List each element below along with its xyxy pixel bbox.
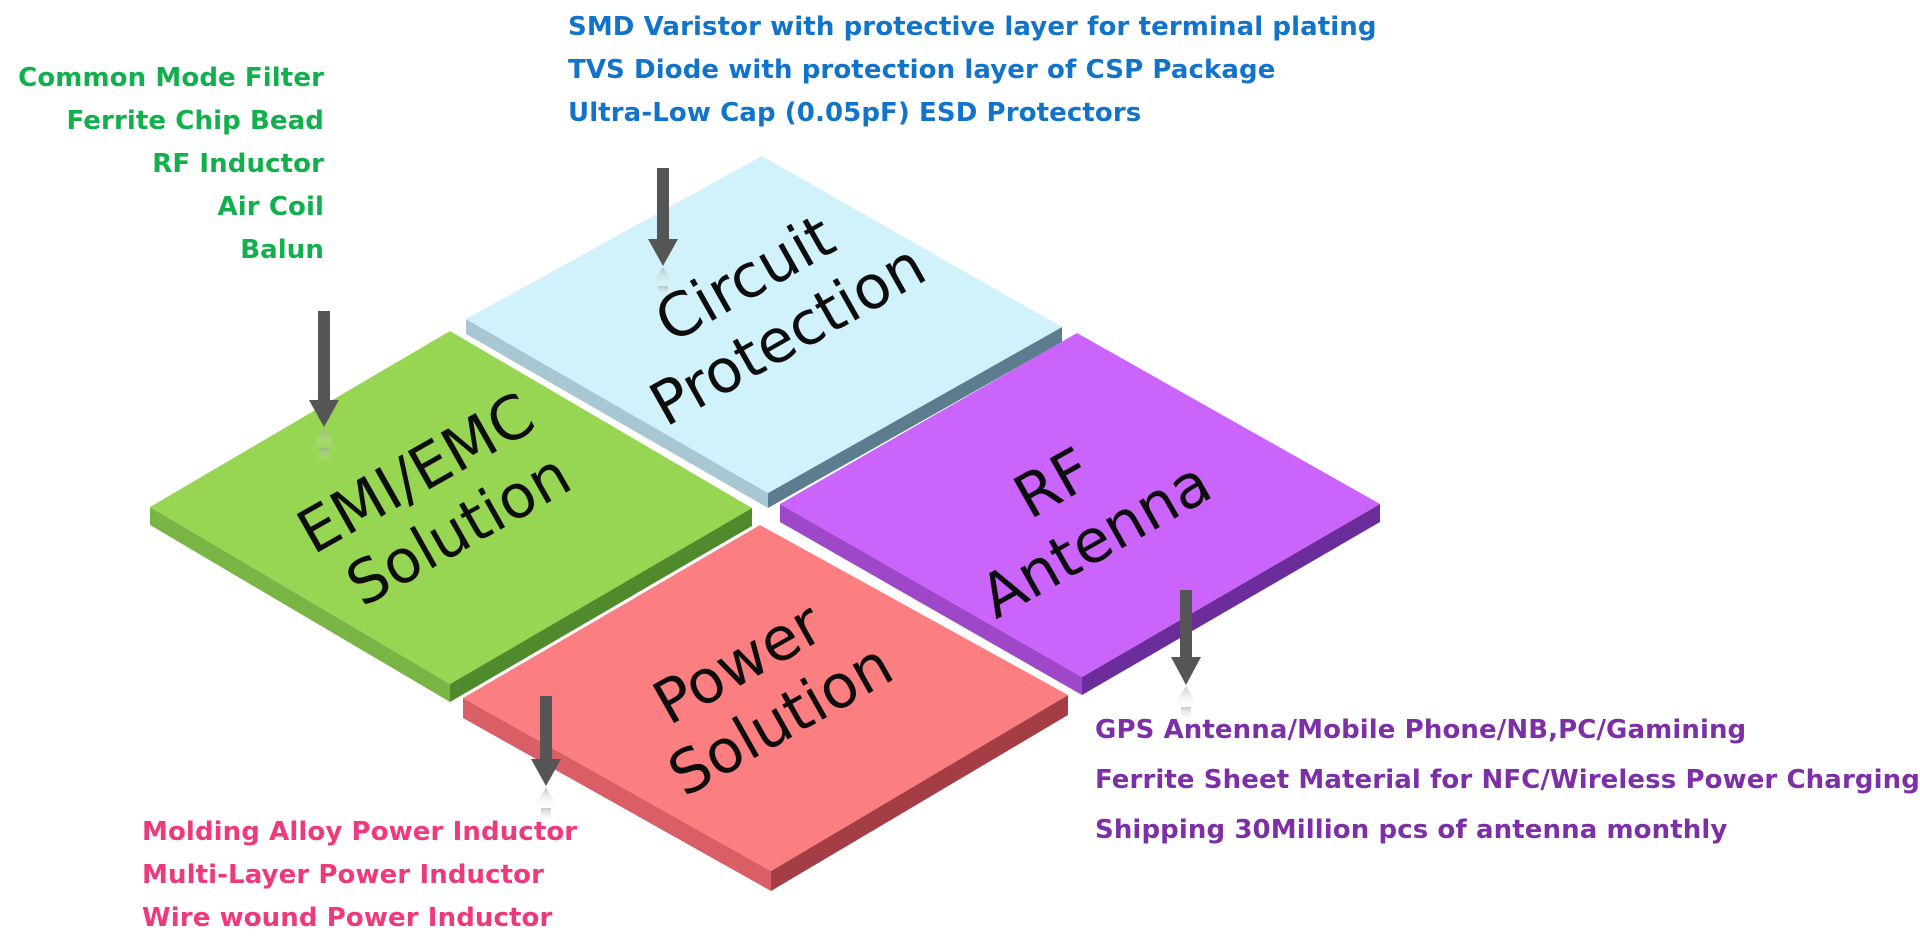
rf-antenna-tile[interactable]: RF Antenna — [780, 333, 1380, 695]
emi-item: Air Coil — [217, 192, 324, 222]
emi-emc-tile[interactable]: EMI/EMC Solution — [150, 331, 752, 702]
circuit-item: TVS Diode with protection layer of CSP P… — [568, 55, 1276, 85]
rf-item: Shipping 30Million pcs of antenna monthl… — [1095, 815, 1728, 845]
power-item: Molding Alloy Power Inductor — [142, 817, 578, 847]
rf-antenna-product-list: GPS Antenna/Mobile Phone/NB,PC/Gamining … — [1095, 705, 1920, 855]
emi-item: RF Inductor — [152, 149, 324, 179]
emi-item: Common Mode Filter — [18, 63, 324, 93]
rf-arrow-icon — [1171, 590, 1201, 721]
emi-arrow-icon — [309, 311, 339, 462]
circuit-protection-product-list: SMD Varistor with protective layer for t… — [568, 6, 1377, 135]
emi-item: Balun — [240, 235, 324, 265]
circuit-protection-tile[interactable]: Circuit Protection — [466, 156, 1062, 508]
circuit-item: Ultra-Low Cap (0.05pF) ESD Protectors — [568, 98, 1142, 128]
circuit-arrow-icon — [648, 168, 678, 296]
power-solution-product-list: Molding Alloy Power Inductor Multi-Layer… — [142, 811, 577, 940]
circuit-item: SMD Varistor with protective layer for t… — [568, 12, 1377, 42]
power-item: Wire wound Power Inductor — [142, 903, 553, 933]
emi-product-list: Common Mode Filter Ferrite Chip Bead RF … — [18, 57, 324, 272]
power-item: Multi-Layer Power Inductor — [142, 860, 545, 890]
emi-item: Ferrite Chip Bead — [66, 106, 324, 136]
rf-item: Ferrite Sheet Material for NFC/Wireless … — [1095, 765, 1920, 795]
rf-item: GPS Antenna/Mobile Phone/NB,PC/Gamining — [1095, 715, 1747, 745]
power-arrow-icon — [531, 696, 561, 822]
